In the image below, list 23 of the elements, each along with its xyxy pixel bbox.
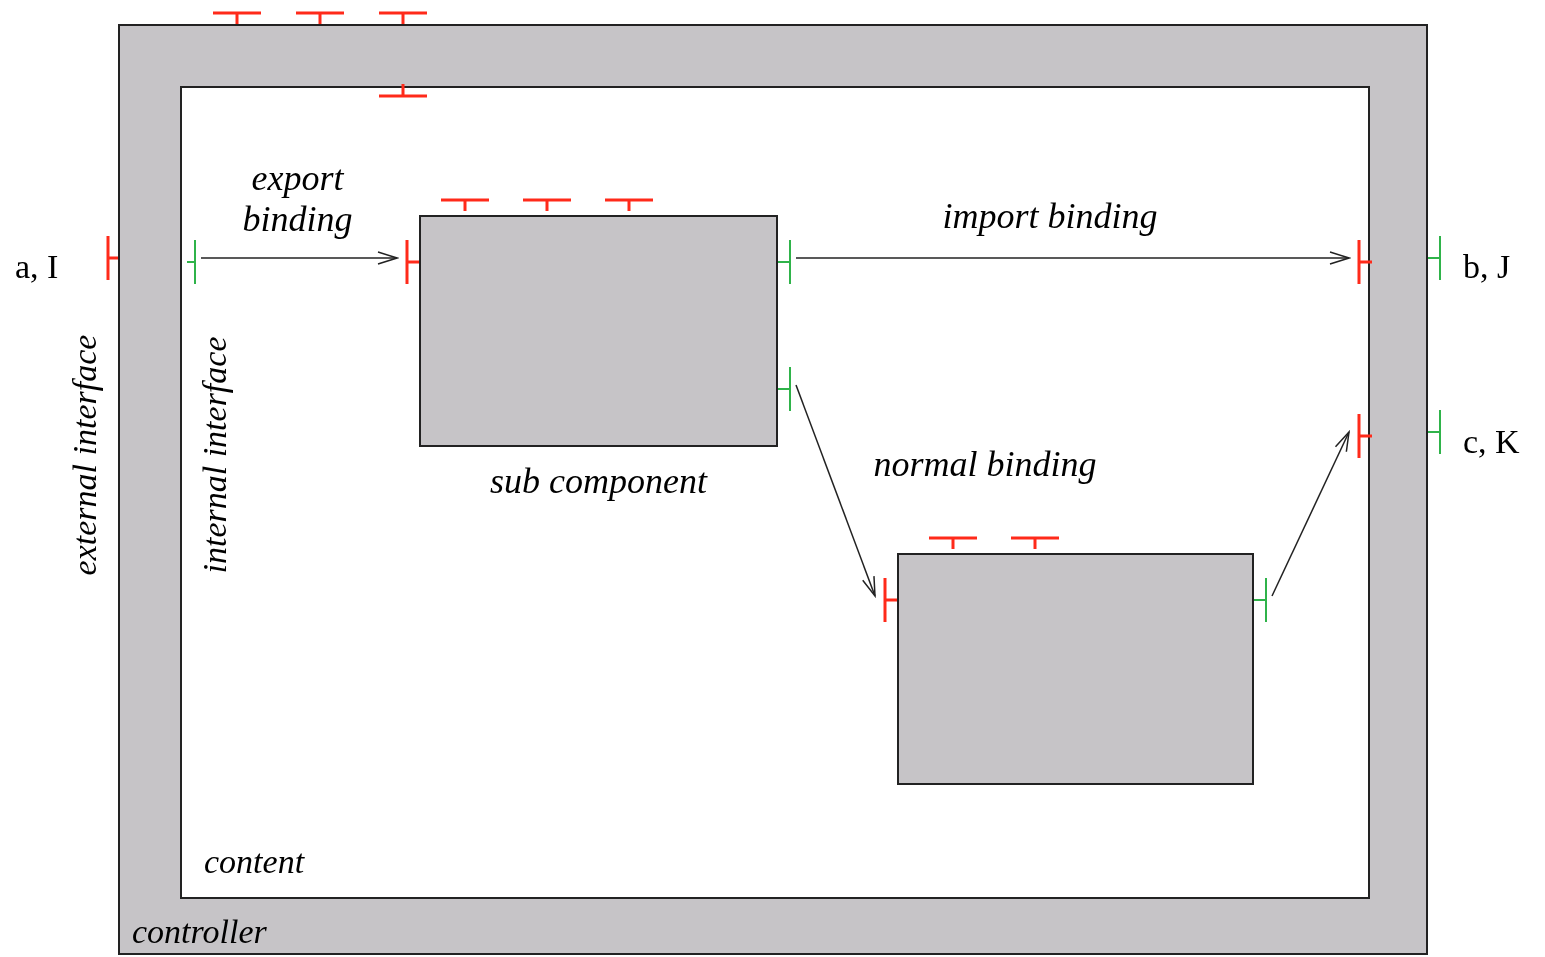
component-label: content [204,841,305,882]
interface-name: a, I [15,247,59,287]
interface-name: c, K [1463,422,1520,462]
component-box [897,553,1254,785]
interface-symbol [778,240,792,284]
interface-symbol [405,240,419,284]
interface-symbol [778,367,792,411]
interface-name: b, J [1463,247,1511,287]
interface-label: external interface [68,334,102,576]
interface-symbol [1254,578,1268,622]
binding-arrow [795,384,876,597]
controller-frame [118,24,1428,955]
interface-symbol [883,578,897,622]
interface-symbol [187,240,197,284]
component-label: sub component [490,460,707,503]
binding-arrow [795,251,1350,265]
interface-symbol [1357,240,1372,284]
binding-arrow [200,251,398,265]
interface-symbol [1357,414,1372,458]
binding-arrow [1271,431,1350,597]
component-label: controller [132,911,267,952]
content-area [180,86,1370,899]
interface-label: internal interface [198,336,232,574]
